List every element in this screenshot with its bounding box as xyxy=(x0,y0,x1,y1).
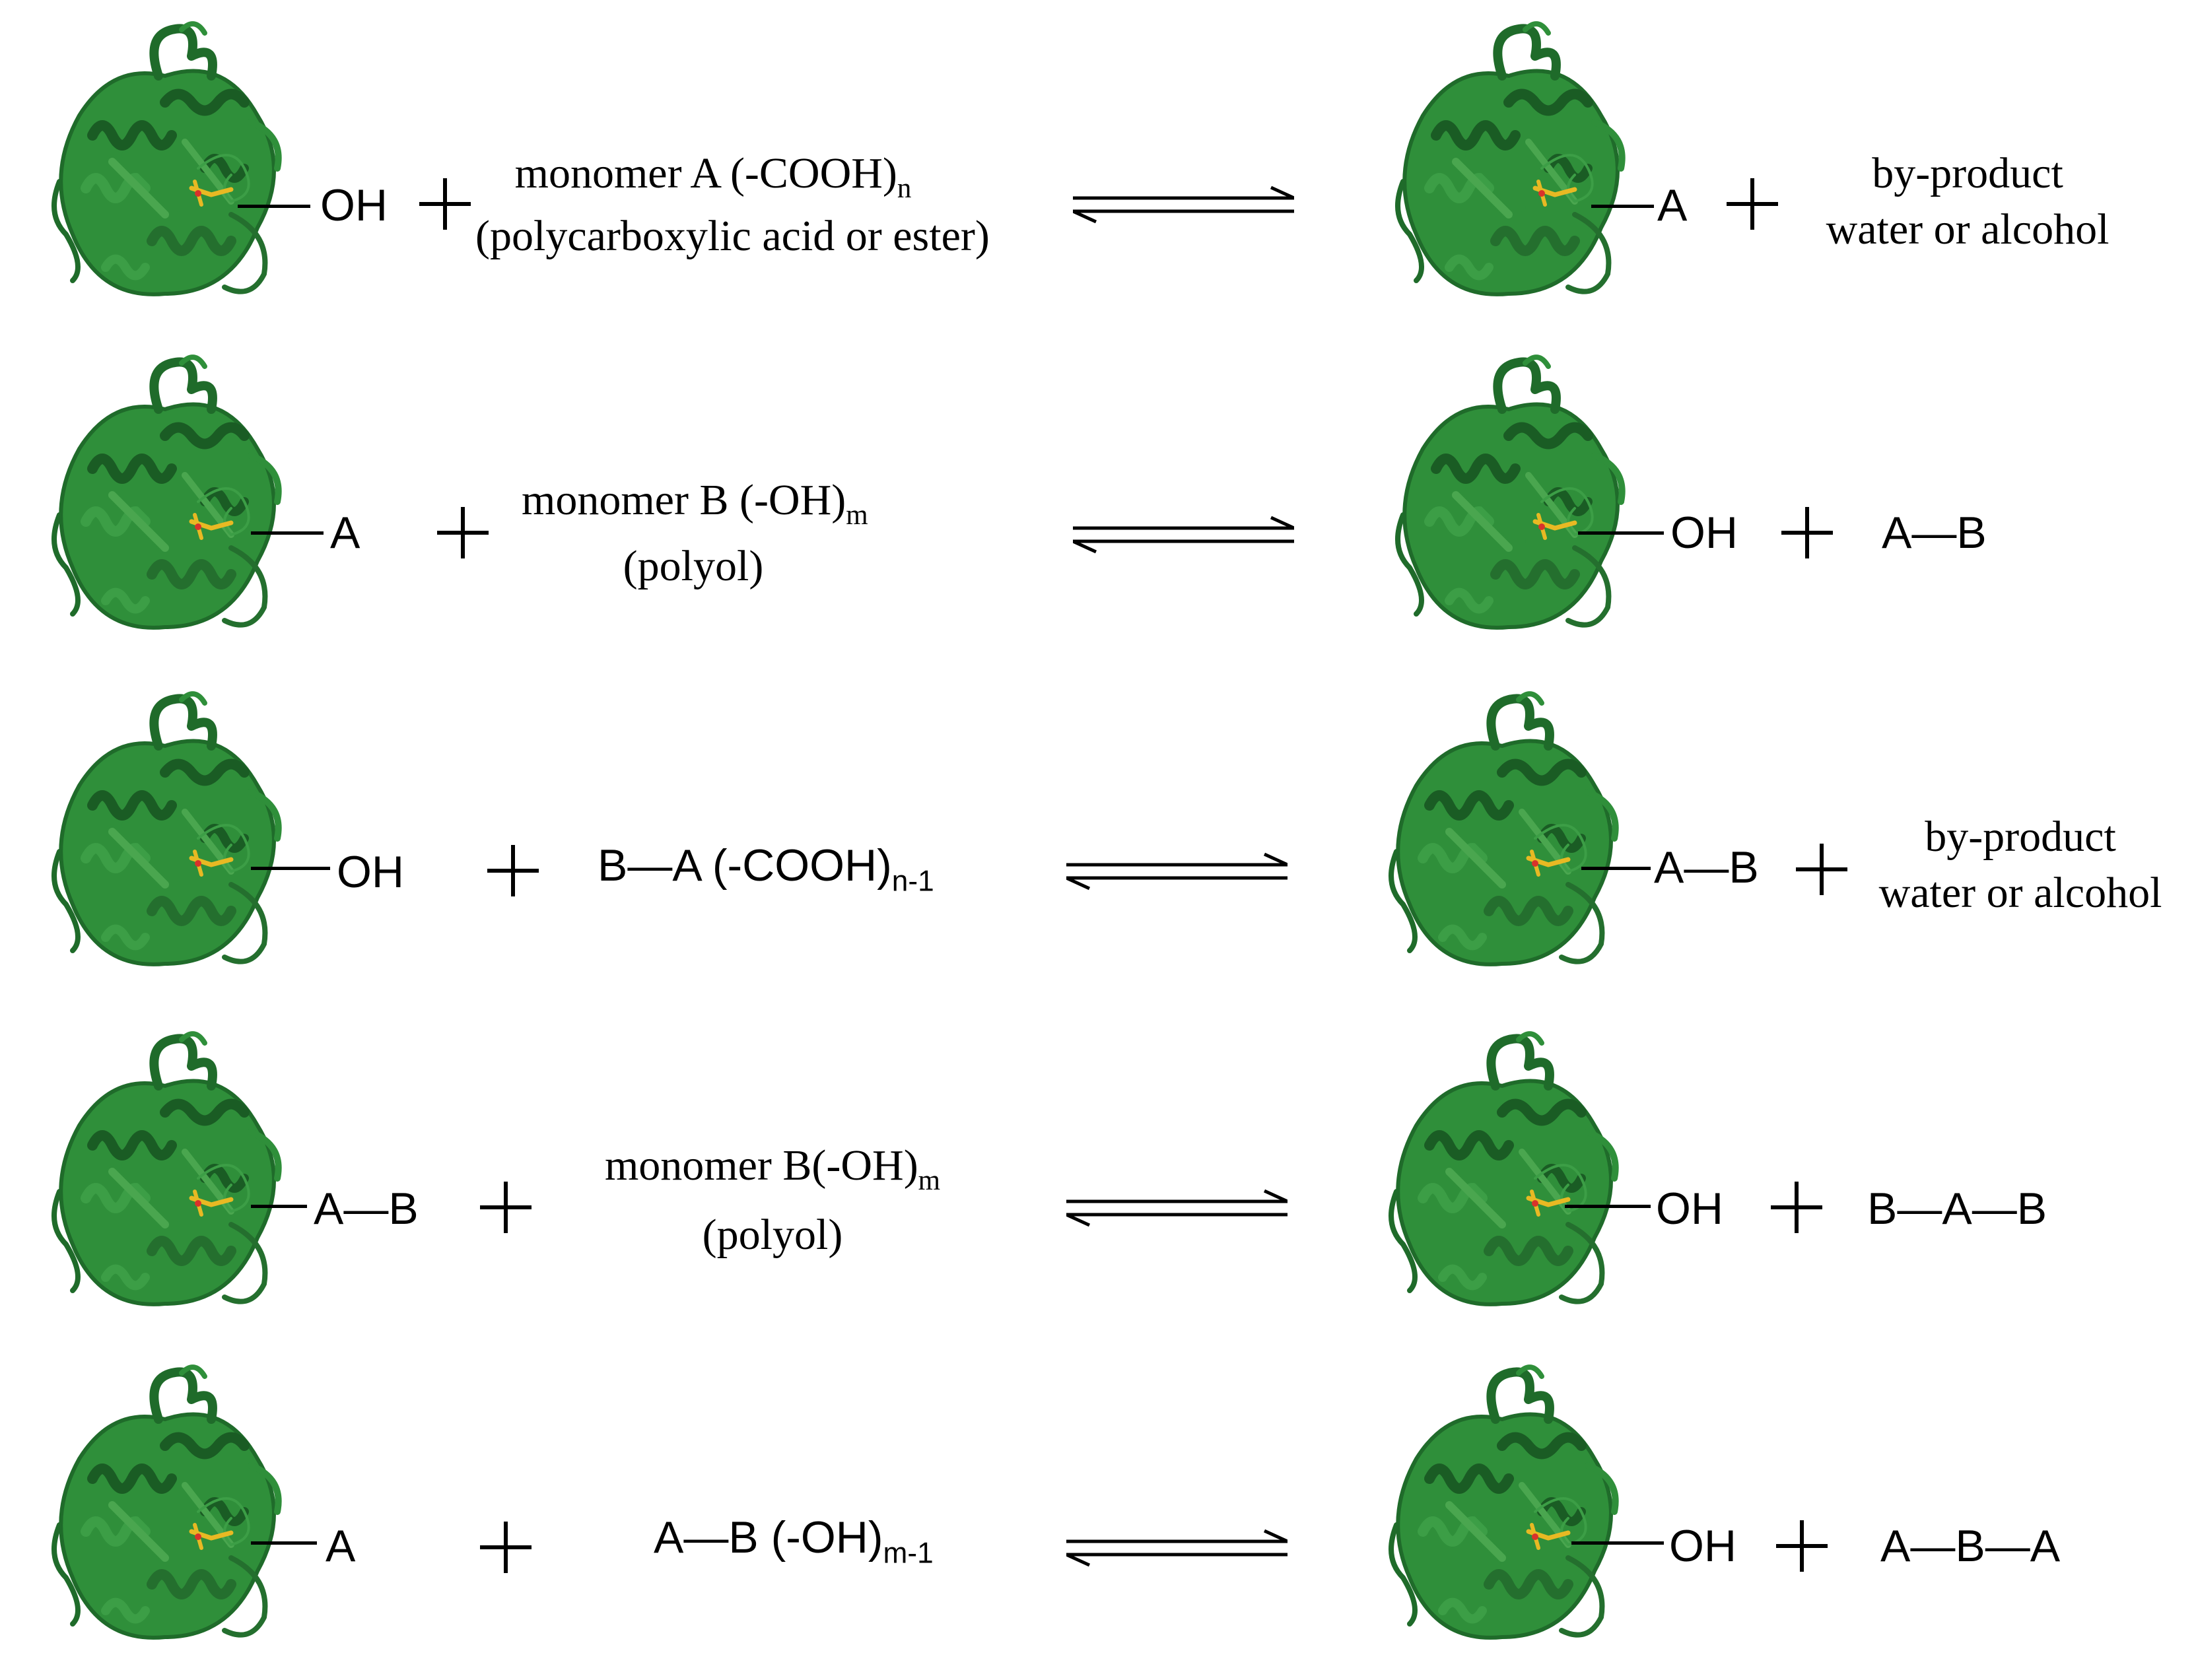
reagent-line1: monomer B(-OH)m xyxy=(604,1141,941,1196)
enzyme-structure-icon xyxy=(33,1026,297,1324)
reagent: A—B (-OH)m-1 xyxy=(654,1512,934,1570)
plus-icon xyxy=(1796,844,1847,895)
bond-line xyxy=(1581,867,1651,870)
product: B—A—B xyxy=(1867,1184,2047,1234)
plus-icon xyxy=(480,1522,532,1573)
plus-icon xyxy=(419,178,471,230)
enzyme-structure-icon xyxy=(33,1360,297,1657)
left-group: A—B xyxy=(314,1184,419,1234)
byproduct-line1: by-product xyxy=(1872,149,2063,197)
equilibrium-arrow-icon xyxy=(1073,515,1294,554)
left-group: OH xyxy=(320,180,388,230)
enzyme-structure-icon xyxy=(33,17,297,314)
product: A—B xyxy=(1882,508,1987,558)
right-group: A xyxy=(1657,180,1688,230)
reagent-line2: (polycarboxylic acid or ester) xyxy=(475,212,990,260)
byproduct-line1: by-product xyxy=(1925,813,2116,861)
bond-line xyxy=(1591,205,1654,208)
bond-line xyxy=(251,1541,317,1545)
enzyme-structure-icon xyxy=(1377,17,1641,314)
enzyme-structure-icon xyxy=(1370,687,1634,984)
left-group: A xyxy=(330,508,361,558)
enzyme-structure-icon xyxy=(33,687,297,984)
bond-line xyxy=(251,1205,307,1208)
enzyme-structure-icon xyxy=(1370,1360,1634,1657)
plus-icon xyxy=(1776,1520,1828,1572)
equilibrium-arrow-icon xyxy=(1066,1188,1288,1228)
plus-icon xyxy=(437,507,489,558)
bond-line xyxy=(251,867,330,870)
byproduct-line2: water or alcohol xyxy=(1878,869,2162,917)
equilibrium-arrow-icon xyxy=(1073,185,1294,224)
left-group: OH xyxy=(337,847,404,897)
enzyme-structure-icon xyxy=(1370,1026,1634,1324)
reagent-line2: (polyol) xyxy=(623,542,764,590)
enzyme-structure-icon xyxy=(33,350,297,647)
plus-icon xyxy=(1771,1182,1822,1233)
plus-icon xyxy=(1727,178,1778,230)
byproduct-line2: water or alcohol xyxy=(1826,205,2110,253)
equilibrium-arrow-icon xyxy=(1066,1528,1288,1568)
plus-icon xyxy=(487,845,539,896)
plus-icon xyxy=(480,1182,532,1233)
reagent-line2: (polyol) xyxy=(702,1211,843,1259)
enzyme-structure-icon xyxy=(1377,350,1641,647)
reagent-line1: monomer B (-OH)m xyxy=(522,476,868,531)
right-group: OH xyxy=(1669,1521,1736,1571)
bond-line xyxy=(1565,1205,1651,1208)
right-group: A—B xyxy=(1654,842,1759,892)
product: A—B—A xyxy=(1880,1521,2061,1571)
bond-line xyxy=(251,531,324,535)
bond-line xyxy=(238,205,310,208)
bond-line xyxy=(1578,531,1664,535)
plus-icon xyxy=(1781,507,1833,558)
left-group: A xyxy=(326,1521,356,1571)
right-group: OH xyxy=(1656,1184,1723,1234)
bond-line xyxy=(1571,1541,1664,1545)
equilibrium-arrow-icon xyxy=(1066,852,1288,891)
right-group: OH xyxy=(1670,508,1738,558)
reagent-line1: monomer A (-COOH)n xyxy=(514,149,912,204)
reagent: B—A (-COOH)n-1 xyxy=(598,840,934,898)
